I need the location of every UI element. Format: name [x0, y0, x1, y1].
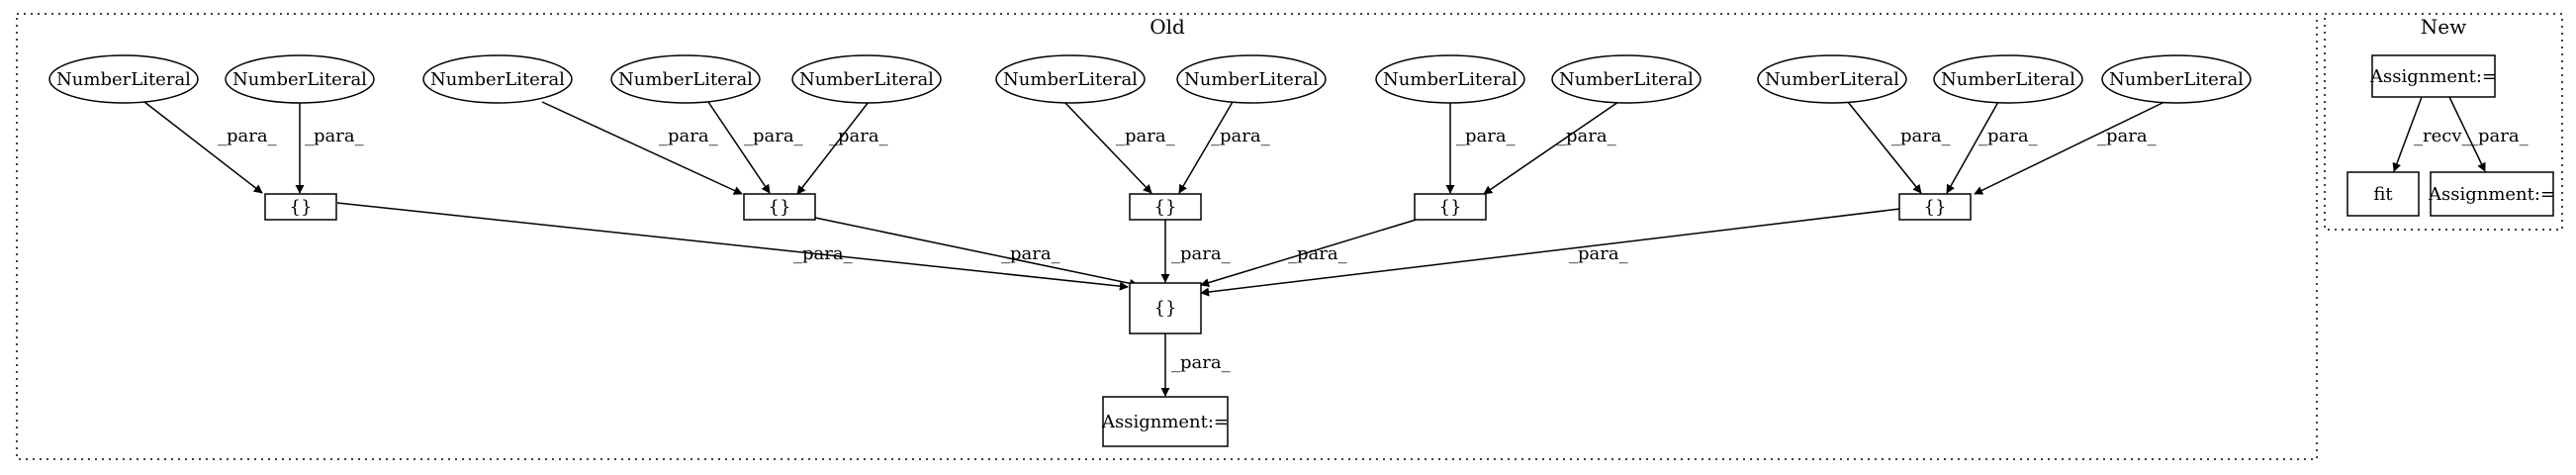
node-number-literal-2-label: NumberLiteral — [232, 69, 367, 90]
node-new-assignment: Assignment:= — [2369, 54, 2497, 98]
edge-nl4-b2 — [707, 101, 771, 194]
edge-label-nl6-b3: _para_ — [1116, 126, 1175, 146]
edge-label-nl10-b5: _para_ — [1891, 126, 1951, 146]
node-number-literal-7-label: NumberLiteral — [1184, 69, 1319, 90]
edge-b5-bc — [1200, 205, 1926, 297]
node-fit-label: fit — [2373, 184, 2393, 205]
edge-nl7-b3 — [1178, 101, 1234, 194]
edge-b2-bc — [814, 217, 1139, 288]
node-number-literal-3: NumberLiteral — [422, 54, 573, 104]
node-number-literal-9-label: NumberLiteral — [1559, 69, 1694, 90]
edge-label-nl3-b2: _para_ — [659, 126, 718, 146]
node-number-literal-8-label: NumberLiteral — [1383, 69, 1518, 90]
node-braces-central-label: {} — [1154, 298, 1177, 319]
edge-label-nl11-b5: _para_ — [1978, 126, 2038, 146]
node-number-literal-8: NumberLiteral — [1375, 54, 1525, 104]
node-new-assignment-2-label: Assignment:= — [2428, 184, 2555, 205]
node-new-assignment-2: Assignment:= — [2428, 171, 2555, 217]
node-number-literal-5: NumberLiteral — [791, 54, 942, 104]
node-number-literal-10-label: NumberLiteral — [1765, 69, 1899, 90]
edge-label-b4-bc: _para_ — [1288, 243, 1347, 264]
edge-nl1-b1 — [143, 101, 263, 194]
edge-label-b1-bc: _para_ — [793, 243, 853, 264]
edge-label-nl8-b4: _para_ — [1456, 126, 1516, 146]
edge-label-b3-bc: _para_ — [1171, 243, 1231, 264]
node-number-literal-11-label: NumberLiteral — [1941, 69, 2075, 90]
node-braces-5-label: {} — [1924, 197, 1947, 218]
edge-nl3-b2 — [541, 101, 743, 195]
node-number-literal-6: NumberLiteral — [995, 54, 1146, 104]
edge-label-nl9-b4: _para_ — [1557, 126, 1616, 146]
edge-nl10-b5 — [1847, 101, 1922, 194]
edge-nl9-b4 — [1483, 101, 1619, 195]
cluster-new: New — [2324, 13, 2563, 231]
node-number-literal-11: NumberLiteral — [1933, 54, 2083, 104]
edge-label-new-assign2: _para_ — [2469, 126, 2529, 146]
edge-label-nl2-b1: _para_ — [305, 126, 364, 146]
node-braces-3-label: {} — [1154, 197, 1177, 218]
edge-label-nl7-b3: _para_ — [1211, 126, 1270, 146]
edge-nl11-b5 — [1946, 101, 1999, 194]
node-new-assignment-label: Assignment:= — [2369, 66, 2497, 87]
edge-label-nl4-b2: _para_ — [744, 126, 803, 146]
node-braces-4: {} — [1414, 193, 1487, 221]
edge-nl12-b5 — [1974, 101, 2165, 195]
node-number-literal-4: NumberLiteral — [610, 54, 761, 104]
edge-nl5-b2 — [796, 101, 870, 195]
node-number-literal-7: NumberLiteral — [1176, 54, 1327, 104]
edge-label-b2-bc: _para_ — [1001, 243, 1060, 264]
edge-label-nl1-b1: _para_ — [218, 126, 277, 146]
node-braces-4-label: {} — [1439, 197, 1462, 218]
node-number-literal-4-label: NumberLiteral — [618, 69, 753, 90]
node-braces-3: {} — [1129, 193, 1202, 221]
cluster-old: Old — [16, 13, 2318, 460]
node-old-assignment: Assignment:= — [1101, 396, 1229, 447]
node-braces-2: {} — [743, 193, 816, 221]
node-braces-central: {} — [1129, 282, 1202, 334]
edge-label-nl5-b2: _para_ — [829, 126, 888, 146]
node-number-literal-9: NumberLiteral — [1551, 54, 1702, 104]
node-number-literal-3-label: NumberLiteral — [430, 69, 565, 90]
edge-b1-bc — [336, 202, 1129, 291]
edge-new-assign2 — [2448, 96, 2486, 172]
node-number-literal-12-label: NumberLiteral — [2109, 69, 2244, 90]
node-braces-2-label: {} — [769, 197, 791, 218]
edge-label-nl12-b5: _para_ — [2097, 126, 2157, 146]
edge-label-bc-assign: _para_ — [1171, 352, 1231, 373]
node-old-assignment-label: Assignment:= — [1101, 412, 1229, 432]
edge-label-new-fit: _recv_ — [2414, 126, 2471, 146]
edge-b4-bc — [1200, 217, 1424, 287]
node-number-literal-6-label: NumberLiteral — [1003, 69, 1138, 90]
edge-nl6-b3 — [1063, 101, 1152, 194]
cluster-old-label: Old — [1150, 15, 1185, 39]
edge-label-b5-bc: _para_ — [1569, 243, 1628, 264]
node-braces-1: {} — [264, 193, 337, 221]
node-braces-5: {} — [1898, 193, 1972, 221]
node-number-literal-12: NumberLiteral — [2101, 54, 2252, 104]
node-fit: fit — [2346, 171, 2420, 217]
node-number-literal-5-label: NumberLiteral — [799, 69, 934, 90]
node-number-literal-1-label: NumberLiteral — [56, 69, 191, 90]
node-number-literal-2: NumberLiteral — [225, 54, 375, 104]
node-braces-1-label: {} — [290, 197, 313, 218]
edge-new-fit — [2392, 96, 2423, 172]
cluster-new-label: New — [2421, 15, 2466, 39]
node-number-literal-10: NumberLiteral — [1757, 54, 1907, 104]
node-number-literal-1: NumberLiteral — [48, 54, 199, 104]
